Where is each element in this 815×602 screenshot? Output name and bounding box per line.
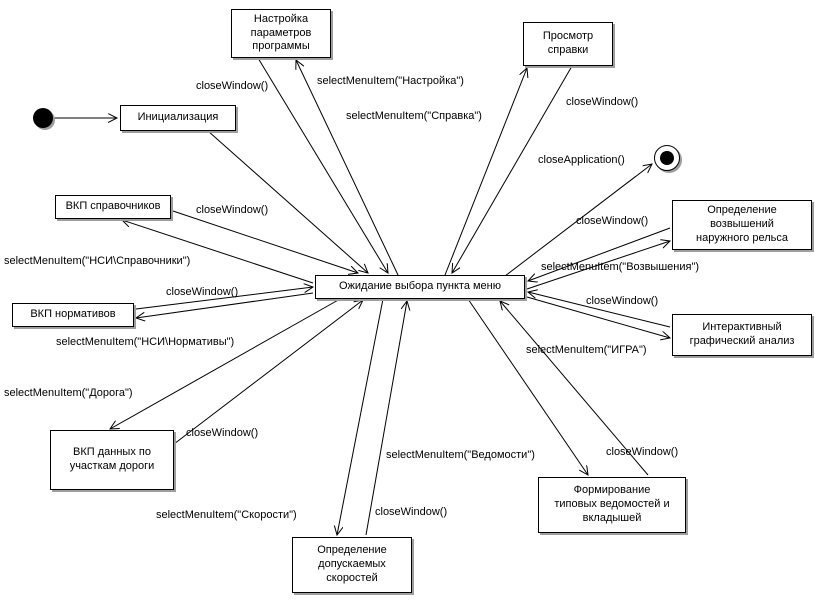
transition-label-0: closeWindow() bbox=[196, 80, 269, 92]
transition-edge-3 bbox=[296, 60, 399, 276]
transition-label-17: selectMenuItem("Скорости") bbox=[156, 509, 297, 521]
transition-edge-20 bbox=[122, 220, 314, 284]
state-label-road-section-data: ВКП данных по участкам дороги bbox=[69, 446, 155, 472]
transition-label-14: closeWindow() bbox=[186, 427, 259, 439]
state-norms: ВКП нормативов bbox=[12, 303, 134, 327]
initial-state-icon bbox=[33, 108, 53, 128]
transition-label-12: selectMenuItem("ИГРА") bbox=[526, 344, 647, 356]
transition-label-7: closeWindow() bbox=[196, 204, 269, 216]
state-references: ВКП справочников bbox=[55, 195, 171, 219]
state-label-initialization: Инициализация bbox=[137, 111, 219, 124]
transition-edge-13 bbox=[337, 298, 384, 535]
transition-label-18: closeWindow() bbox=[375, 506, 448, 518]
state-settings: Настройка параметров программы bbox=[231, 9, 331, 58]
transition-edge-7 bbox=[528, 227, 671, 281]
transition-edge-11 bbox=[467, 298, 588, 475]
state-rail-elevations: Определение возвышений наружного рельса bbox=[672, 200, 812, 250]
state-interactive-analysis: Интерактивный графический анализ bbox=[672, 314, 812, 356]
state-label-allowed-speeds: Определение допускаемых скоростей bbox=[317, 544, 387, 584]
state-label-menu-wait: Ожидание выбора пункта меню bbox=[338, 280, 501, 293]
transition-label-9: closeWindow() bbox=[166, 286, 239, 298]
state-allowed-speeds: Определение допускаемых скоростей bbox=[292, 537, 412, 593]
transition-label-6: selectMenuItem("Возвышения") bbox=[541, 261, 700, 273]
transition-label-16: closeWindow() bbox=[606, 446, 679, 458]
transition-label-3: closeWindow() bbox=[566, 96, 639, 108]
transition-edge-5 bbox=[452, 65, 573, 273]
transition-label-5: closeWindow() bbox=[576, 215, 649, 227]
transition-label-15: selectMenuItem("Ведомости") bbox=[386, 449, 535, 461]
transition-label-1: selectMenuItem("Настройка") bbox=[317, 75, 464, 87]
transition-label-11: closeWindow() bbox=[586, 295, 659, 307]
state-label-interactive-analysis: Интерактивный графический анализ bbox=[689, 321, 795, 347]
state-label-references: ВКП справочников bbox=[65, 200, 161, 213]
transition-label-10: selectMenuItem("НСИ\Нормативы") bbox=[56, 336, 235, 348]
state-road-section-data: ВКП данных по участкам дороги bbox=[50, 430, 174, 490]
transition-edge-19 bbox=[172, 210, 358, 273]
transition-edge-8 bbox=[526, 241, 670, 290]
transition-edge-16 bbox=[173, 300, 363, 445]
transition-edge-17 bbox=[135, 287, 313, 310]
transition-edge-9 bbox=[528, 292, 671, 328]
transition-edge-6 bbox=[504, 164, 652, 277]
final-state-icon bbox=[654, 145, 680, 171]
transition-edge-15 bbox=[110, 298, 341, 429]
state-label-norms: ВКП нормативов bbox=[30, 308, 116, 321]
transition-label-4: closeApplication() bbox=[538, 154, 625, 166]
transition-label-8: selectMenuItem("НСИ\Справочники") bbox=[4, 255, 191, 267]
transition-edge-4 bbox=[444, 68, 527, 276]
state-menu-wait: Ожидание выбора пункта меню bbox=[315, 275, 525, 299]
state-initialization: Инициализация bbox=[120, 105, 236, 131]
state-report-forming: Формирование типовых ведомостей и вклады… bbox=[538, 477, 686, 533]
transition-label-13: selectMenuItem("Дорога") bbox=[4, 387, 133, 399]
state-label-rail-elevations: Определение возвышений наружного рельса bbox=[696, 204, 788, 244]
state-label-help-view: Просмотр справки bbox=[542, 30, 594, 56]
state-label-settings: Настройка параметров программы bbox=[250, 12, 312, 53]
final-state-inner-dot-icon bbox=[660, 151, 674, 165]
transition-edge-1 bbox=[207, 130, 368, 273]
transition-label-2: selectMenuItem("Справка") bbox=[346, 110, 482, 122]
transition-edge-12 bbox=[500, 301, 649, 476]
transition-edge-10 bbox=[526, 296, 670, 338]
state-help-view: Просмотр справки bbox=[523, 22, 613, 66]
transition-edge-2 bbox=[257, 57, 388, 273]
transition-edge-18 bbox=[136, 292, 314, 318]
state-label-report-forming: Формирование типовых ведомостей и вклады… bbox=[554, 484, 670, 524]
transition-edge-14 bbox=[365, 301, 407, 536]
